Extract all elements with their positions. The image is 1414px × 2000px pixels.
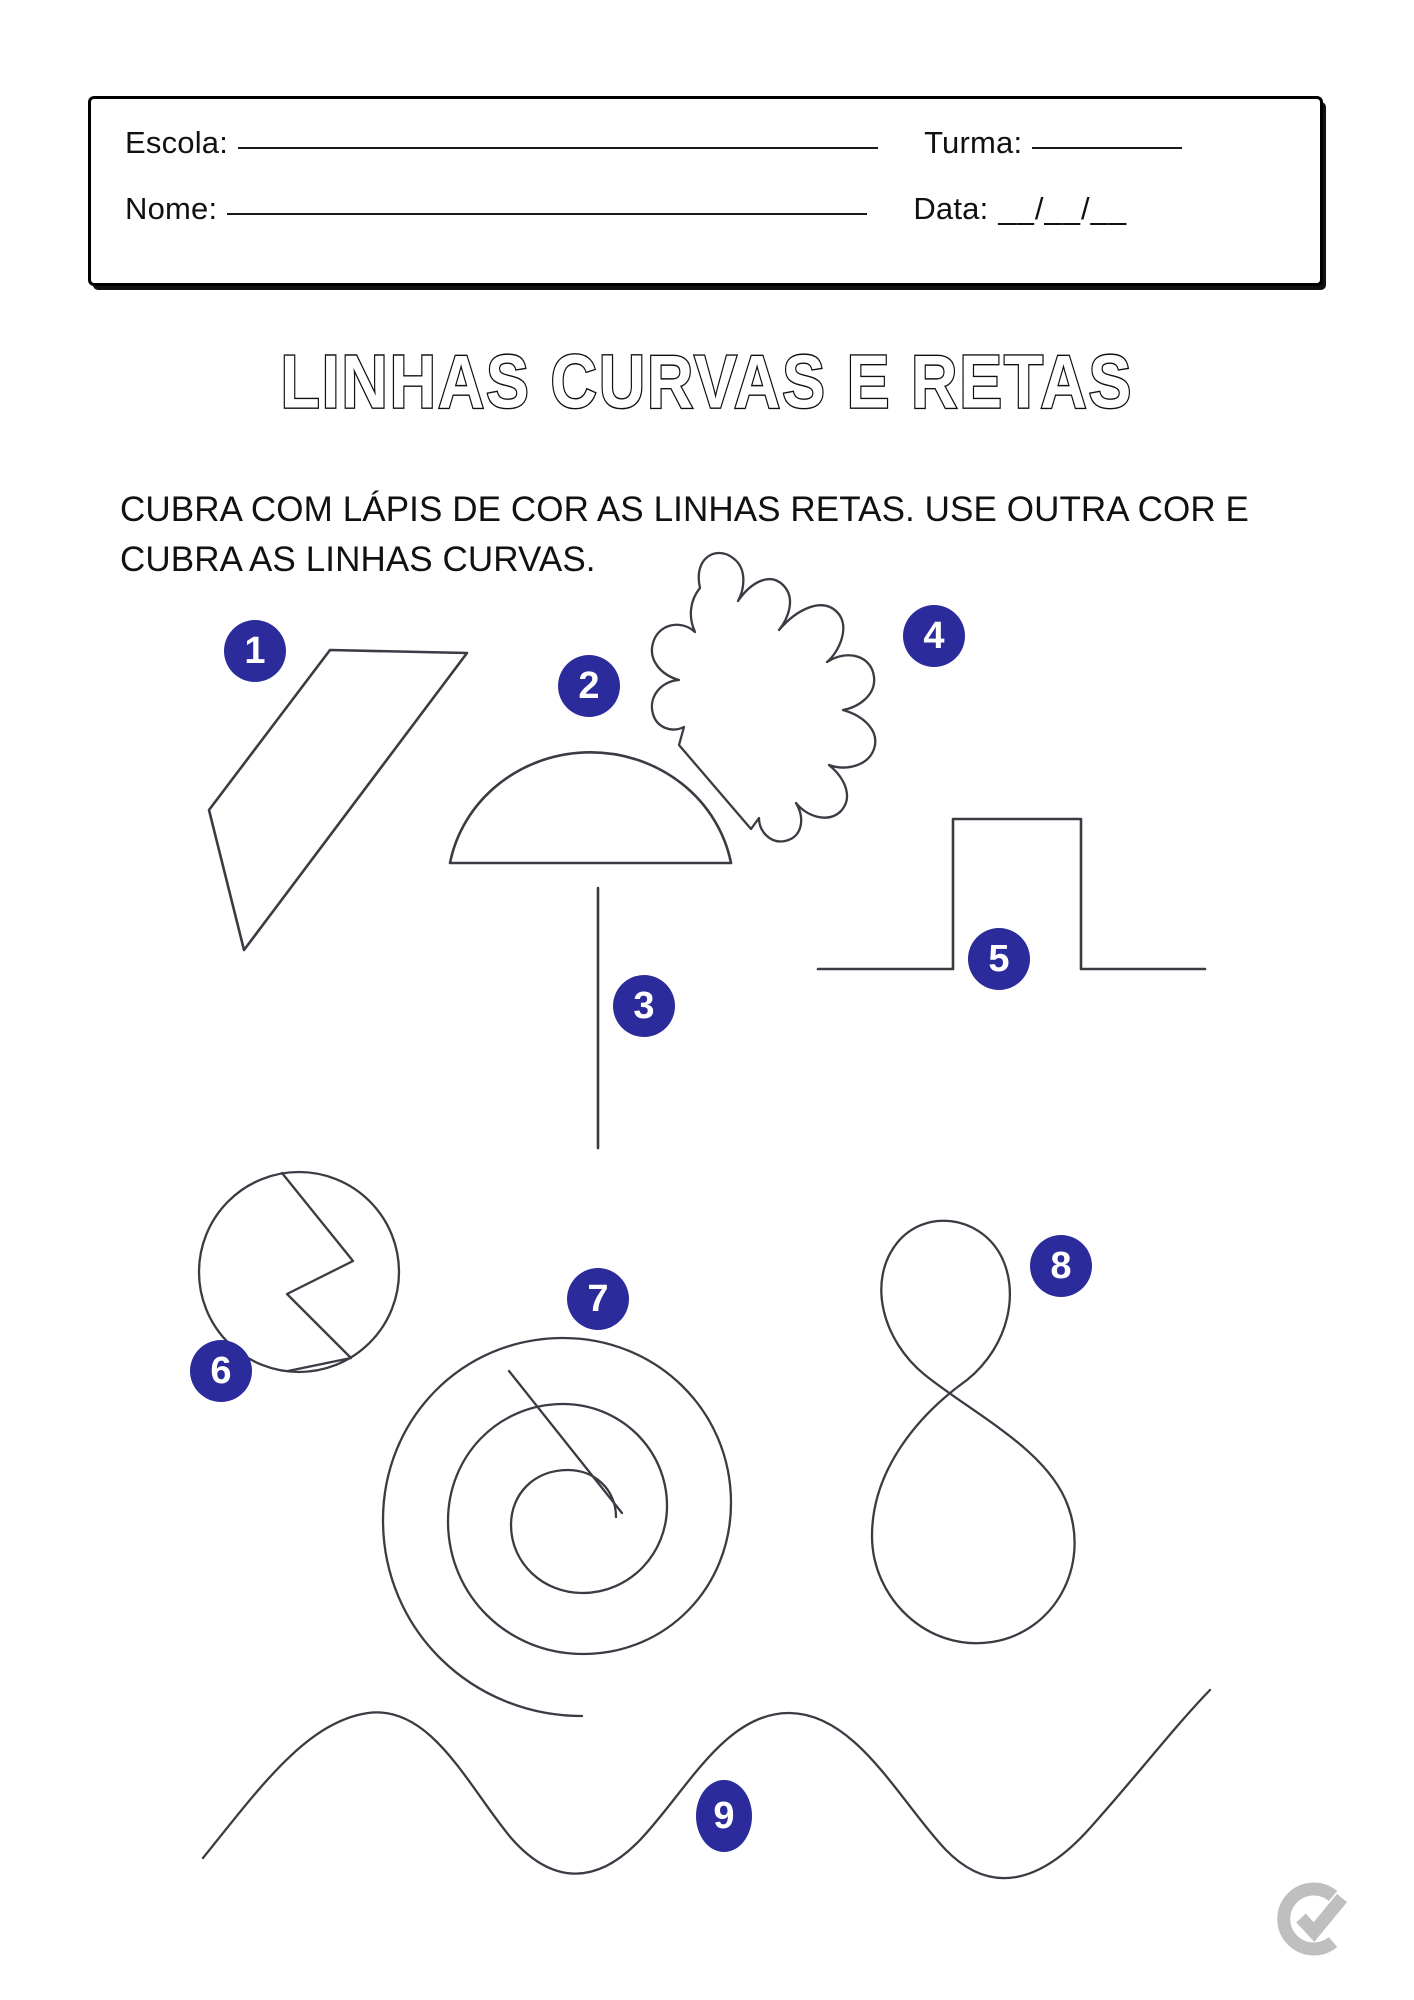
- shape-9-wavy-line: [201, 1688, 1212, 1880]
- shape-7-diagonal-line: [507, 1369, 624, 1515]
- badge-8: 8: [1030, 1235, 1092, 1297]
- header-row-escola-turma: Escola: Turma:: [91, 125, 1320, 181]
- logo-checkmark: [1296, 1893, 1348, 1942]
- nome-label: Nome:: [125, 191, 218, 226]
- shape-4-lobed-blob: [650, 551, 877, 843]
- instruction-text: CUBRA COM LÁPIS DE COR AS LINHAS RETAS. …: [120, 490, 1249, 579]
- student-info-box: Escola: Turma: Nome: Data: __/__/__: [88, 96, 1323, 286]
- badge-3: 3: [613, 975, 675, 1037]
- shape-7-spiral: [381, 1336, 733, 1718]
- title-outline-text: LINHAS CURVAS E RETAS: [279, 345, 1134, 425]
- shape-1-quadrilateral: [207, 648, 469, 952]
- badge-6: 6: [190, 1340, 252, 1402]
- badge-1: 1: [224, 620, 286, 682]
- check-circle-icon: [1277, 1882, 1348, 1956]
- badge-5: 5: [968, 928, 1030, 990]
- badge-2: 2: [558, 655, 620, 717]
- escola-input-line[interactable]: [238, 147, 879, 149]
- shape-6-zigzag-line: [280, 1171, 355, 1373]
- badge-9: 9: [696, 1780, 752, 1852]
- turma-input-line[interactable]: [1032, 147, 1183, 149]
- header-row-nome-data: Nome: Data: __/__/__: [91, 191, 1320, 247]
- nome-input-line[interactable]: [227, 213, 868, 215]
- worksheet-title: LINHAS CURVAS E RETAS: [0, 345, 1414, 430]
- shape-2-semicircle-dome: [448, 751, 733, 865]
- escola-label: Escola:: [125, 125, 229, 160]
- badge-4: 4: [903, 605, 965, 667]
- title-glyphs: LINHAS CURVAS E RETAS: [281, 345, 1134, 424]
- badge-7: 7: [567, 1268, 629, 1330]
- check-circle-logo: [1270, 1876, 1356, 1962]
- turma-label: Turma:: [924, 125, 1023, 160]
- logo-ring: [1277, 1882, 1338, 1956]
- data-input-slots[interactable]: __/__/__: [998, 191, 1128, 226]
- data-label: Data:: [913, 191, 989, 226]
